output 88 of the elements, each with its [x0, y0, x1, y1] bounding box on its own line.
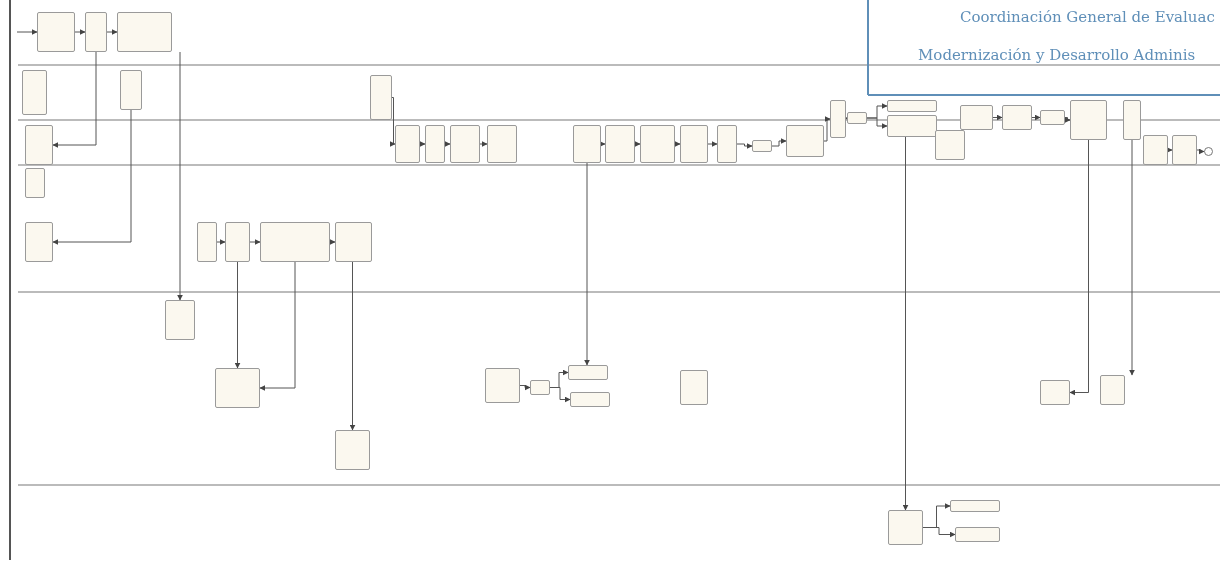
arrow — [519, 384, 531, 391]
process-box — [950, 500, 1000, 512]
arrow — [16, 29, 38, 35]
process-box — [395, 125, 420, 163]
process-box — [786, 125, 824, 157]
arrow — [479, 141, 488, 147]
process-box — [847, 112, 867, 124]
end-circle — [1204, 147, 1213, 156]
process-box — [215, 368, 260, 408]
process-box — [640, 125, 675, 163]
process-box — [117, 12, 172, 52]
process-box — [1040, 380, 1070, 405]
arrow — [771, 138, 787, 147]
arrow — [249, 239, 261, 245]
process-box — [25, 222, 53, 262]
arrow — [329, 239, 336, 245]
process-box — [260, 222, 330, 262]
arrow — [1069, 139, 1089, 396]
process-box — [605, 125, 635, 163]
process-box — [335, 222, 372, 262]
process-box — [485, 368, 520, 403]
process-box — [197, 222, 217, 262]
process-box — [568, 365, 608, 380]
process-box — [487, 125, 517, 163]
process-box — [1172, 135, 1197, 165]
process-box — [680, 370, 708, 405]
process-box — [935, 130, 965, 160]
arrow — [444, 141, 451, 147]
arrow — [349, 261, 356, 431]
process-box — [25, 125, 53, 165]
arrow — [922, 527, 956, 538]
process-box — [680, 125, 708, 163]
process-box — [1100, 375, 1125, 405]
arrow — [707, 141, 718, 147]
arrow — [106, 29, 118, 35]
header-text: Modernización y Desarrollo Adminis — [918, 46, 1196, 64]
process-box — [887, 115, 937, 137]
process-box — [955, 527, 1000, 542]
process-box — [225, 222, 250, 262]
process-box — [1070, 100, 1107, 140]
process-box — [887, 100, 937, 112]
process-box — [1002, 105, 1032, 130]
process-box — [425, 125, 445, 163]
arrow — [52, 109, 132, 245]
arrow — [177, 51, 183, 301]
arrow — [902, 136, 909, 511]
arrow — [389, 97, 396, 147]
process-box — [37, 12, 75, 52]
process-box — [530, 380, 550, 395]
process-box — [960, 105, 993, 130]
arrow — [1064, 117, 1071, 123]
arrow — [234, 261, 241, 369]
process-box — [717, 125, 737, 163]
arrow — [1166, 147, 1173, 153]
process-box — [888, 510, 923, 545]
arrow — [736, 143, 753, 149]
arrow — [216, 239, 226, 245]
arrow — [1196, 148, 1205, 155]
arrow — [823, 116, 831, 142]
process-box — [752, 140, 772, 152]
arrow — [549, 387, 571, 403]
process-box — [165, 300, 195, 340]
arrow — [74, 29, 86, 35]
process-box — [120, 70, 142, 110]
arrow — [1031, 114, 1041, 121]
process-box — [1040, 110, 1065, 125]
arrow — [419, 141, 426, 147]
process-box — [830, 100, 846, 138]
process-box — [335, 430, 370, 470]
arrow — [584, 162, 590, 366]
arrow — [992, 114, 1003, 121]
process-box — [450, 125, 480, 163]
header-text: Coordinación General de Evaluac — [960, 8, 1215, 26]
arrow — [52, 51, 97, 148]
process-box — [573, 125, 601, 163]
arrow — [634, 141, 641, 147]
process-box — [22, 70, 47, 115]
process-box — [1143, 135, 1168, 165]
process-box — [85, 12, 107, 52]
arrow — [259, 261, 296, 391]
arrow — [866, 117, 888, 129]
arrow — [674, 141, 681, 147]
arrow — [1129, 139, 1135, 376]
process-box — [25, 168, 45, 198]
process-box — [1123, 100, 1141, 140]
process-box — [570, 392, 610, 407]
arrow — [599, 141, 606, 147]
process-box — [370, 75, 392, 120]
